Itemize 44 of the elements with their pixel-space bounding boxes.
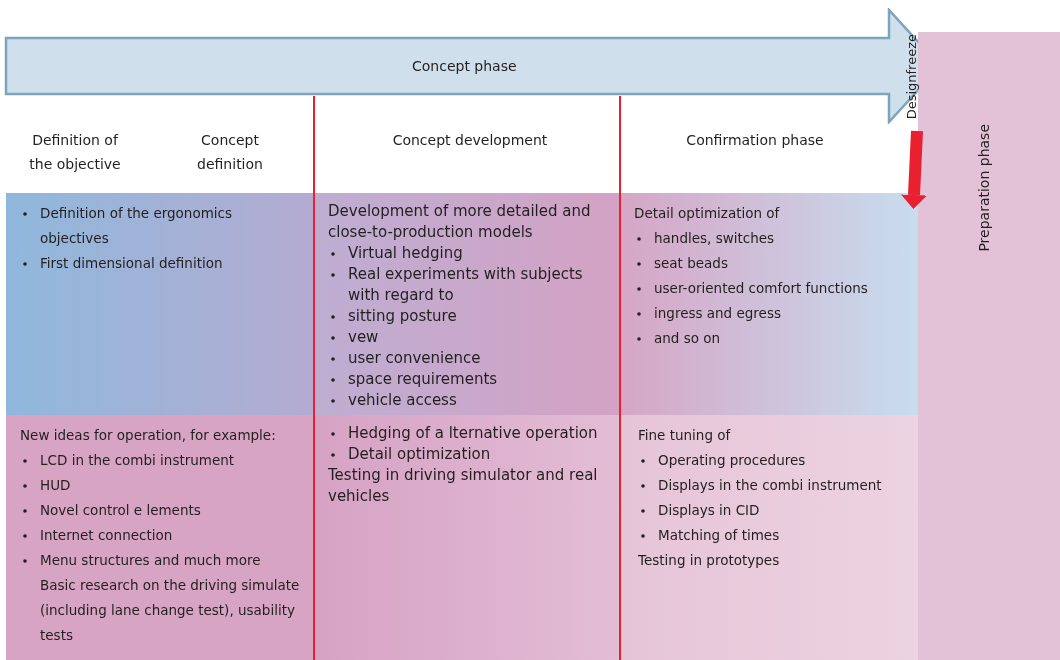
bullet-item: First dimensional definition bbox=[40, 255, 223, 271]
bullet-item: Internet connection bbox=[40, 527, 173, 543]
cell-text: Testing in prototypes bbox=[638, 551, 781, 570]
bullet-item: Novel control e lements bbox=[40, 502, 201, 518]
bullet-item: vehicle access bbox=[348, 391, 457, 409]
column-heading: Definition of the objective bbox=[28, 131, 122, 174]
bullet-item: handles, switches bbox=[654, 230, 775, 246]
bullet-item: and so on bbox=[654, 330, 721, 346]
column-heading: Confirmation phase bbox=[685, 131, 825, 150]
bullet-item: space requirements bbox=[348, 370, 498, 388]
cell-text: Fine tuning of bbox=[638, 426, 732, 445]
bullet-item: Definition of the ergonomics objectives bbox=[40, 205, 233, 246]
bullet-item: Displays in the combi instrument bbox=[658, 477, 882, 493]
bullet-item: Menu structures and much more bbox=[40, 552, 261, 568]
table-cell bbox=[314, 193, 620, 415]
bullet-item: Detail optimization bbox=[348, 445, 491, 463]
bullet-item: Displays in CID bbox=[658, 502, 760, 518]
bullet-item: user-oriented comfort functions bbox=[654, 280, 868, 296]
table-cell bbox=[620, 415, 918, 660]
bullet-item: user convenience bbox=[348, 349, 481, 367]
column-heading: Concept definition bbox=[196, 131, 264, 174]
phase-label: Preparation phase bbox=[976, 124, 992, 252]
phase-label: Concept phase bbox=[412, 58, 517, 74]
bullet-item: Hedging of a lternative operation bbox=[348, 424, 598, 442]
table-cell bbox=[620, 193, 918, 415]
bullet-item: Matching of times bbox=[658, 527, 780, 543]
table-cell bbox=[6, 415, 314, 660]
phase-band bbox=[918, 32, 1060, 660]
bullet-item: Operating procedures bbox=[658, 452, 806, 468]
bullet-item: Virtual hedging bbox=[348, 244, 463, 262]
bullet-item: vew bbox=[348, 328, 379, 346]
bullet-item: seat beads bbox=[654, 255, 728, 271]
bullet-item: sitting posture bbox=[348, 307, 457, 325]
cell-text: Development of more detailed and close-to-production models bbox=[328, 201, 592, 243]
table-cell bbox=[6, 193, 314, 415]
table-cell bbox=[314, 415, 620, 660]
bullet-item: ingress and egress bbox=[654, 305, 781, 321]
cell-text: Testing in driving simulator and real vehicles bbox=[328, 465, 599, 507]
cell-text: Basic research on the driving simulate (including lane change test), usability tests bbox=[39, 576, 301, 645]
cell-text: New ideas for operation, for example: bbox=[20, 426, 277, 445]
bullet-item: HUD bbox=[40, 477, 71, 493]
cell-text: Detail optimization of bbox=[634, 204, 781, 223]
bullet-item: LCD in the combi instrument bbox=[40, 452, 235, 468]
column-heading: Concept development bbox=[391, 131, 549, 150]
